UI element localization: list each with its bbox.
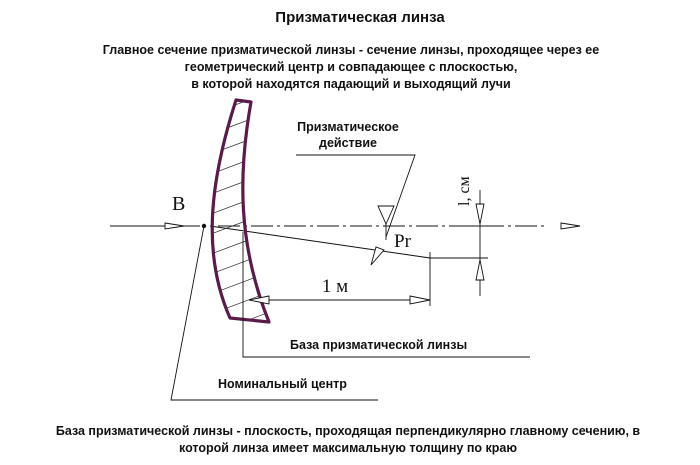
pr-angle-arrow-top [377, 205, 395, 226]
point-b-label: B [172, 193, 185, 215]
top-caption-line-2: геометрический центр и совпадающее с пло… [185, 60, 518, 74]
offset-arrow-top [475, 203, 485, 225]
lens-base-label: База призматической линзы [290, 338, 467, 352]
bottom-caption-line-1: База призматической линзы - плоскость, п… [56, 424, 641, 438]
prism-action-label-line-1: Призматическое [297, 120, 399, 134]
prism-action-leader [296, 154, 416, 238]
distance-arrow-right [409, 295, 431, 305]
bottom-caption-line-2: которой линза имеет максимальную толщину… [179, 441, 517, 455]
nominal-center-label: Номинальный центр [218, 377, 347, 391]
distance-label: 1 м [322, 276, 348, 297]
pr-label: Pr [394, 231, 412, 252]
top-caption-line-1: Главное сечение призматической линзы - с… [103, 43, 599, 57]
lens-base-leader [242, 232, 530, 358]
axis-exit-arrow [560, 222, 581, 230]
incident-ray-arrow [164, 222, 185, 230]
prismatic-lens [210, 98, 271, 324]
prism-action-label-line-2: действие [319, 136, 377, 150]
distance-arrow-left [248, 295, 270, 305]
nominal-center-leader [170, 225, 378, 401]
page-title: Призматическая линза [275, 9, 445, 26]
offset-label: l, см [456, 176, 473, 206]
top-caption-line-3: в которой находятся падающий и выходящий… [191, 77, 510, 91]
pr-angle-arrow-bottom [370, 246, 385, 266]
offset-arrow-bottom [475, 259, 485, 281]
